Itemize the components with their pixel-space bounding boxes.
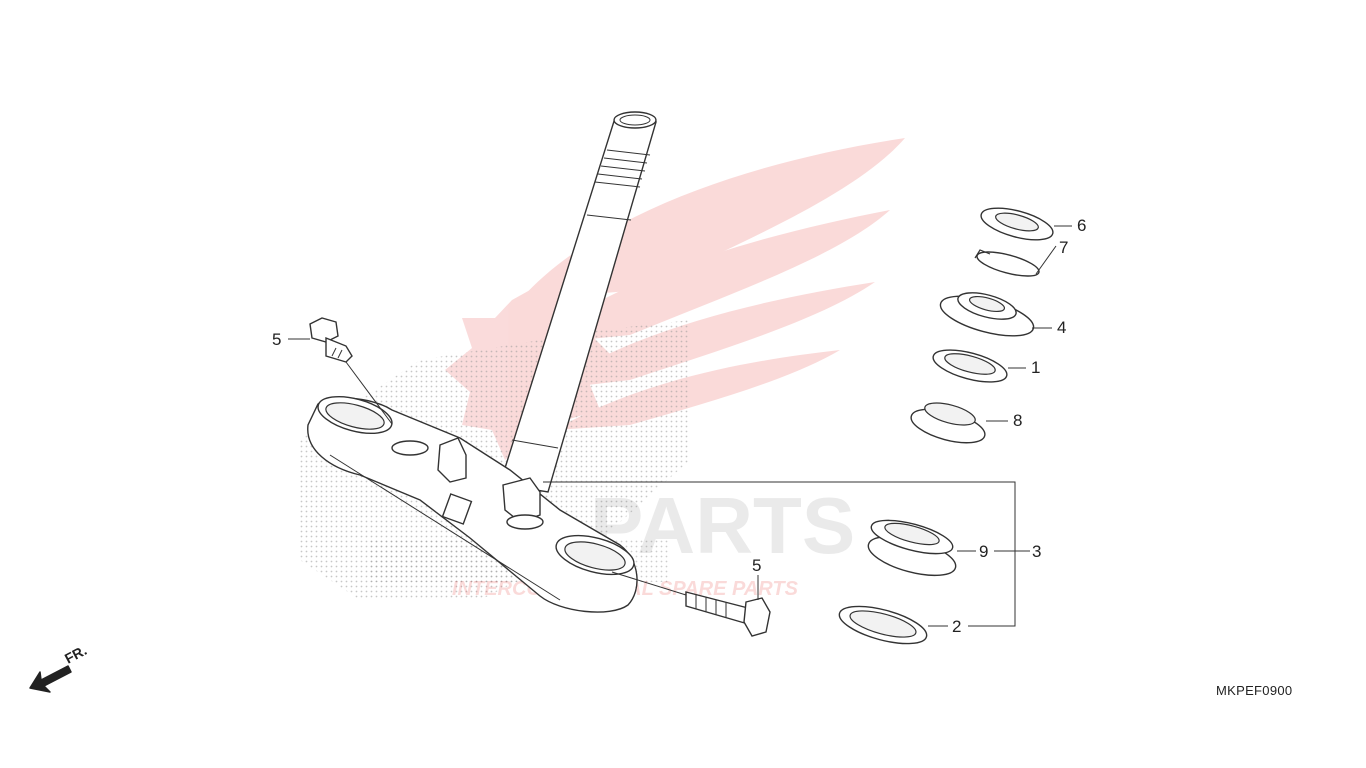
watermark-brand: PARTS [590,481,855,570]
part-4-adjusting-nut [939,292,1052,337]
callout-5-lower: 5 [752,556,761,575]
group-3-bracket [543,481,1030,627]
callout-6: 6 [1077,216,1086,235]
part-2-dust-seal [838,605,948,645]
part-6-lock-nut [980,207,1072,241]
part-1-dust-seal [932,349,1026,383]
callout-9: 9 [979,542,988,561]
diagram-code: MKPEF0900 [1216,683,1293,698]
bolt-upper [309,317,393,425]
callout-5-upper: 5 [272,330,281,349]
callout-8: 8 [1013,411,1022,430]
part-9-bearing [867,519,976,577]
callout-2: 2 [952,617,961,636]
steering-stem [499,111,657,493]
callout-3: 3 [1032,542,1041,561]
callout-1: 1 [1031,358,1040,377]
callout-4: 4 [1057,318,1066,337]
part-7-lock-washer [974,245,1057,277]
callout-7: 7 [1059,238,1068,257]
bolt-lower [611,571,771,637]
part-8-bearing [910,402,1008,444]
front-indicator-label: FR. [62,642,89,667]
front-arrow-icon [29,665,72,693]
bottom-bridge [307,395,638,613]
